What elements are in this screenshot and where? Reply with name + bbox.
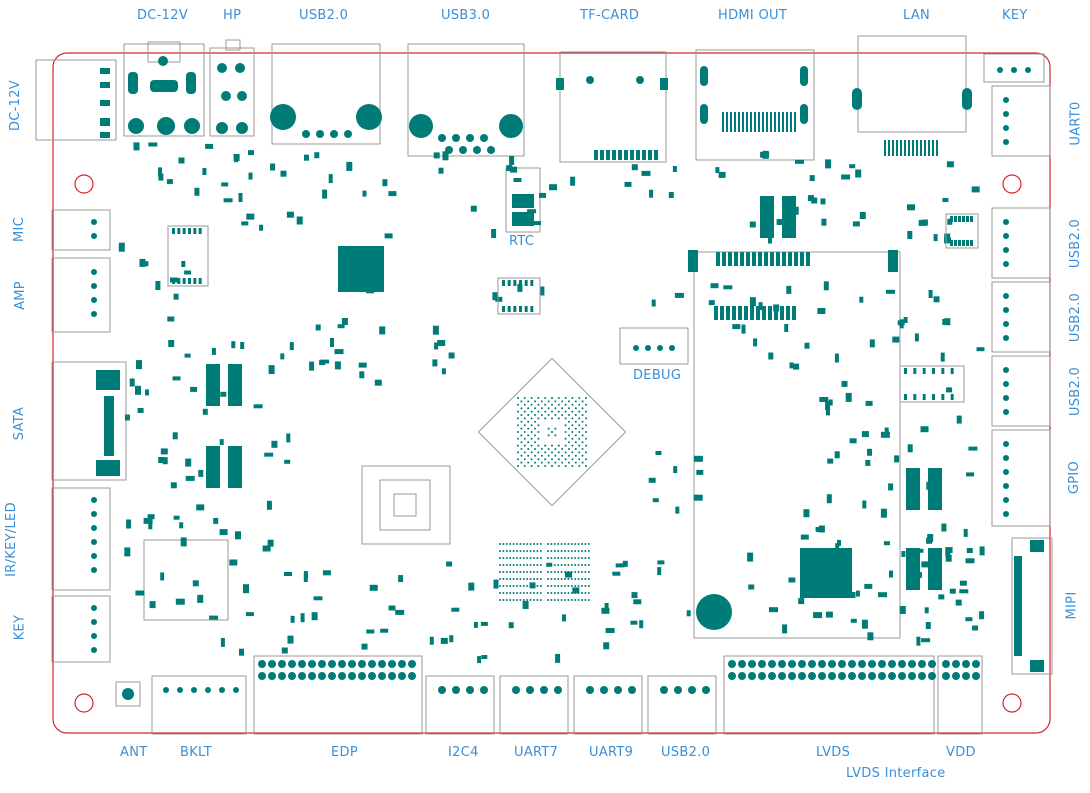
label-bottom-uart7: UART7: [514, 745, 559, 760]
key-left-connector: [51, 595, 111, 663]
irkeyled-connector: [51, 487, 111, 591]
label-bottom-vdd: VDD: [946, 745, 976, 760]
lvds-connector: [723, 655, 935, 735]
vdd-connector: [937, 655, 983, 735]
hp-jack: [209, 39, 255, 137]
dram-socket: [693, 251, 901, 639]
amp-connector: [51, 257, 111, 333]
emmc-chip: [143, 539, 229, 621]
label-top-usb30: USB3.0: [441, 8, 491, 23]
label-bottom-lvds: LVDS: [816, 745, 851, 760]
buzzer: [696, 594, 732, 630]
label-bottom-lvds-interface: LVDS Interface: [846, 766, 946, 781]
edp-connector: [253, 655, 423, 735]
soc-bga-chip: [477, 357, 627, 507]
label-left-dc12v: DC-12V: [8, 79, 24, 132]
label-left-mic: MIC: [12, 216, 28, 243]
label-right-gpio: GPIO: [1067, 460, 1083, 495]
dc-jack-top: [123, 41, 205, 137]
label-top-lan: LAN: [903, 8, 931, 23]
label-bottom-uart9: UART9: [589, 745, 634, 760]
label-right-usb20-a: USB2.0: [1068, 218, 1084, 269]
label-bottom-bklt: BKLT: [180, 745, 213, 760]
dram-chip: [361, 465, 451, 545]
label-bottom-ant: ANT: [120, 745, 148, 760]
mounting-hole: [74, 693, 94, 713]
ant-connector: [115, 681, 141, 707]
label-right-usb20-c: USB2.0: [1068, 366, 1084, 417]
label-right-usb20-b: USB2.0: [1068, 292, 1084, 343]
uart7-connector: [499, 675, 569, 735]
gpio-connector: [991, 429, 1051, 527]
label-right-uart0: UART0: [1068, 101, 1084, 146]
lan-connector: [852, 35, 972, 133]
label-top-hp: HP: [223, 8, 242, 23]
uart0-connector: [991, 85, 1051, 157]
label-left-sata: SATA: [12, 406, 28, 441]
label-bottom-i2c4: I2C4: [448, 745, 479, 760]
lvds-bridge-chip: [800, 548, 852, 598]
usb20-bottom-connector: [647, 675, 717, 735]
usb30-connector: [407, 43, 525, 157]
label-top-tfcard: TF-CARD: [580, 8, 640, 23]
tf-card-slot: [556, 51, 668, 163]
label-right-mipi: MIPI: [1064, 591, 1080, 620]
mounting-hole: [74, 174, 94, 194]
mounting-hole: [1002, 693, 1022, 713]
hdmi-connector: [695, 49, 815, 161]
usb20-right-b: [991, 281, 1051, 353]
pmic-chip: [338, 246, 384, 292]
label-top-key: KEY: [1002, 8, 1028, 23]
usb20-top-connector: [270, 43, 382, 145]
bklt-connector: [151, 675, 247, 735]
smd-components: [118, 112, 1022, 680]
label-bottom-usb20: USB2.0: [661, 745, 711, 760]
label-rtc: RTC: [509, 234, 535, 249]
rtc-battery: [505, 167, 541, 233]
i2c4-connector: [425, 675, 495, 735]
label-top-hdmi: HDMI OUT: [718, 8, 788, 23]
uart9-connector: [573, 675, 643, 735]
usb20-right-a: [991, 207, 1051, 279]
mic-connector: [51, 209, 111, 251]
label-left-irkeyled: IR/KEY/LED: [3, 502, 19, 577]
label-debug: DEBUG: [633, 368, 682, 383]
sata-connector: [51, 361, 127, 481]
label-bottom-edp: EDP: [331, 745, 358, 760]
usb20-right-c: [991, 355, 1051, 427]
label-top-dc12v: DC-12V: [137, 8, 189, 23]
label-left-key: KEY: [12, 614, 28, 641]
mounting-hole: [1002, 174, 1022, 194]
key-top-connector: [983, 53, 1045, 83]
dc-jack-left: [35, 59, 117, 141]
debug-header: [619, 327, 689, 365]
label-left-amp: AMP: [12, 281, 28, 310]
label-top-usb20: USB2.0: [299, 8, 349, 23]
